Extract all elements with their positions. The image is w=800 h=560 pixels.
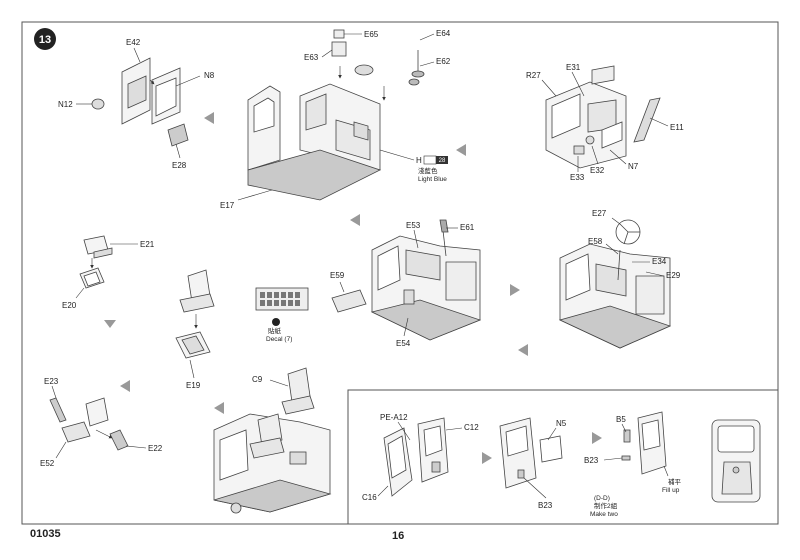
part-label-e21: E21 [140, 240, 155, 249]
flow-arrow-icon [518, 344, 528, 356]
paint-number: 28 [439, 158, 446, 164]
part-label-b23-a: B23 [538, 501, 553, 510]
door-inner-leaders [377, 421, 463, 497]
note-fill-up-en: Fill up [662, 487, 680, 494]
part-label-e64: E64 [436, 29, 451, 38]
part-label-c9: C9 [252, 375, 263, 384]
part-label-e17: E17 [220, 201, 235, 210]
seat-panel-leaders [76, 47, 201, 159]
part-label-pe-a12: PE-A12 [380, 413, 408, 422]
rear-wall-diagram [545, 65, 661, 169]
decal-label-cn: 貼紙 [268, 326, 282, 335]
door-window-leaders [523, 427, 557, 499]
paint-name-en: Light Blue [418, 176, 447, 183]
part-label-e23: E23 [44, 377, 59, 386]
part-label-e34: E34 [652, 257, 667, 266]
part-label-e58: E58 [588, 237, 603, 246]
note-dd: (D-D) [594, 495, 610, 502]
part-label-e11: E11 [670, 123, 684, 132]
cab-rear-diagram [247, 83, 382, 201]
part-label-n7: N7 [628, 162, 639, 171]
door-outer-diagram [621, 411, 667, 475]
part-label-n5: N5 [556, 419, 567, 428]
part-label-b23-b: B23 [584, 456, 599, 465]
cab-right-leaders [605, 217, 665, 277]
flow-arrow-icon [456, 144, 466, 156]
part-label-e33: E33 [570, 173, 585, 182]
cab-seat-diagram [213, 367, 332, 514]
paint-name-cn: 淺藍色 [418, 166, 438, 175]
decal-sheet: 貼紙 Decal (7) [255, 287, 309, 343]
small-parts [331, 29, 425, 86]
flow-arrow-icon [350, 214, 360, 226]
decal-icon [272, 318, 280, 326]
part-label-e32: E32 [590, 166, 605, 175]
flow-arrow-icon [482, 452, 492, 464]
note-make-two-en: Make two [590, 511, 618, 518]
step-badge: 13 [34, 28, 56, 50]
part-label-e63: E63 [304, 53, 319, 62]
part-label-e42: E42 [126, 38, 141, 47]
dash-part-diagram [331, 289, 367, 313]
part-label-e54: E54 [396, 339, 411, 348]
paint-callout: H 28 淺藍色 Light Blue [379, 149, 448, 183]
door-outer-leaders [603, 423, 669, 477]
part-label-e29: E29 [666, 271, 681, 280]
flow-arrow-icon [120, 380, 130, 392]
seat-cushion-leaders [75, 243, 138, 299]
door-window-diagram [499, 417, 563, 489]
sub-assembly-box [347, 389, 779, 525]
part-label-e28: E28 [172, 161, 187, 170]
part-label-e52: E52 [40, 459, 55, 468]
seat-lower-leaders [51, 385, 147, 459]
seat-assembly-leaders [189, 314, 198, 379]
footer-code: 01035 [30, 528, 61, 540]
note-fill-up-cn: 補平 [668, 477, 682, 486]
part-label-b5: B5 [616, 415, 626, 424]
part-label-e27: E27 [592, 209, 607, 218]
rear-wall-leaders [541, 71, 669, 172]
cab-mid-diagram [370, 219, 482, 341]
cab-rear-leaders [237, 33, 435, 201]
page-number: 16 [392, 530, 405, 542]
part-label-c12: C12 [464, 423, 479, 432]
part-label-e59: E59 [330, 271, 345, 280]
door-finished-diagram [711, 419, 761, 503]
paint-swatch [423, 155, 437, 165]
cab-right-diagram [558, 219, 672, 349]
part-label-e61: E61 [460, 223, 475, 232]
decal-label-en: Decal (7) [266, 336, 292, 343]
paint-number-box [436, 156, 448, 164]
part-label-e65: E65 [364, 30, 379, 39]
flow-arrow-icon [214, 402, 224, 414]
flow-arrow-icon [510, 284, 520, 296]
part-label-c16: C16 [362, 493, 377, 502]
note-make-two-cn: 制作2組 [594, 501, 618, 510]
part-label-e53: E53 [406, 221, 421, 230]
part-label-r27: R27 [526, 71, 541, 80]
paint-code: H [416, 156, 422, 165]
cab-mid-leaders [403, 227, 458, 337]
seat-panel-diagram [91, 57, 189, 147]
flow-arrow-icon [104, 320, 116, 328]
seat-cushion-diagram [79, 235, 113, 289]
flow-arrow-icon [592, 432, 602, 444]
seat-lower-diagram [49, 397, 129, 451]
part-label-e62: E62 [436, 57, 451, 66]
door-inner-diagram [383, 417, 449, 497]
flow-arrow-icon [204, 112, 214, 124]
part-label-e20: E20 [62, 301, 77, 310]
part-label-n8: N8 [204, 71, 215, 80]
part-label-e31: E31 [566, 63, 581, 72]
seat-assembly-diagram [175, 269, 215, 359]
step-number: 13 [39, 34, 51, 46]
part-label-e19: E19 [186, 381, 201, 390]
part-label-n12: N12 [58, 100, 73, 109]
part-label-e22: E22 [148, 444, 163, 453]
